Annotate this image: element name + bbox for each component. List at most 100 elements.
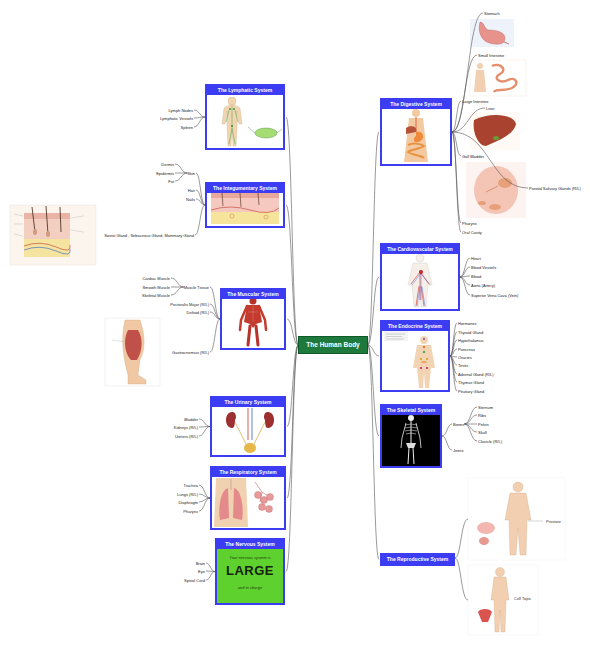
lymphatic-illustration xyxy=(226,106,238,144)
connector-line xyxy=(450,356,457,382)
lungs-figure xyxy=(259,504,266,511)
skin-cross-section xyxy=(10,205,96,265)
topic-text: Spinal Cord xyxy=(184,578,205,583)
skin-layers-illustration xyxy=(211,193,279,198)
skin-layers-illustration xyxy=(230,214,234,218)
digestive-figure xyxy=(414,132,423,142)
connector-line xyxy=(196,190,205,205)
female-anatomy-illustration xyxy=(478,609,492,622)
connector-line xyxy=(452,132,461,232)
nervous-poster xyxy=(217,547,283,603)
male-anatomy-illustration xyxy=(513,482,523,492)
skin-layers-illustration xyxy=(207,191,283,226)
system-title: The Skeletal System xyxy=(382,406,440,415)
topic-label: Superior Vena Cava (Vein) xyxy=(471,293,518,298)
topic-label: Sternum xyxy=(478,405,493,410)
lymphatic-illustration xyxy=(207,94,283,147)
lungs-figure xyxy=(266,506,273,513)
connector-line xyxy=(171,287,184,295)
cardiovascular-figure xyxy=(416,254,424,262)
endocrine-figure xyxy=(421,361,427,363)
topic-label: Oral Cavity xyxy=(462,230,482,235)
topic-label: Deltoid (R/L) xyxy=(187,310,209,315)
skin-cross-section xyxy=(33,229,37,235)
topic-label: Spleen xyxy=(181,125,193,130)
muscle-figure xyxy=(240,306,266,330)
topic-text: Blood Vessels xyxy=(471,265,496,270)
lungs-figure xyxy=(230,479,231,490)
cardiovascular-figure xyxy=(382,252,458,309)
connector-line xyxy=(194,110,205,117)
lungs-figure xyxy=(267,494,274,501)
topic-label: Trachea xyxy=(183,483,198,488)
topic-text: Pharynx xyxy=(462,221,477,226)
connector-line xyxy=(460,258,470,277)
connector-line xyxy=(460,277,470,295)
endocrine-figure xyxy=(423,338,425,340)
endocrine-figure xyxy=(413,345,435,388)
male-anatomy-illustration xyxy=(468,478,565,560)
reproductive-leader-lines xyxy=(455,519,468,600)
topic-text: Large Intestine xyxy=(462,99,488,104)
topic-label: Sweat Gland , Sebaceous Gland, Mammary G… xyxy=(104,233,194,238)
skeleton-figure xyxy=(405,424,417,434)
topic-label: Aorta (Artery) xyxy=(471,283,495,288)
connector-line xyxy=(450,323,457,356)
connector-line xyxy=(450,349,457,356)
muscle-figure xyxy=(248,306,258,322)
topic-label: Stomach xyxy=(484,11,500,16)
topic-text: Thymus Gland xyxy=(458,380,484,385)
topic-label: Eye xyxy=(198,569,205,574)
connector-line xyxy=(286,345,298,572)
topic-text: Lymph Nodes xyxy=(168,108,193,113)
topic-text: Hair xyxy=(188,188,195,193)
connector-line xyxy=(442,436,452,450)
topic-label: Cardiac Muscle xyxy=(142,276,170,281)
connector-line xyxy=(452,13,483,132)
central-topic: The Human Body xyxy=(298,336,367,354)
connector-line xyxy=(450,332,457,356)
muscle-figure xyxy=(248,326,258,345)
topic-text: Joints xyxy=(453,448,463,453)
topic-label: Bladder xyxy=(184,417,198,422)
digestive-figure xyxy=(406,126,416,134)
topic-text: Diaphragm xyxy=(178,500,198,505)
system-title: The Urinary System xyxy=(212,398,284,407)
topic-text: Pharynx xyxy=(183,509,198,514)
topic-label: Small Intestine xyxy=(478,53,504,58)
digestive-figure xyxy=(412,109,420,117)
connector-line xyxy=(452,108,485,132)
endocrine-figure xyxy=(423,346,425,348)
topic-label: Blood xyxy=(471,274,481,279)
skin-layers-illustration xyxy=(264,215,268,219)
connector-line xyxy=(199,419,210,427)
digestive-figure xyxy=(408,144,424,158)
connector-line xyxy=(210,304,220,319)
system-box: The Cardiovascular System xyxy=(380,243,460,311)
system-box: The Integumentary System xyxy=(205,182,285,228)
topic-text: Kidneys (R/L) xyxy=(174,425,198,430)
topic-label: Epidermis xyxy=(156,171,174,176)
connector-line xyxy=(199,498,210,511)
topic-label: Pharynx xyxy=(462,221,477,226)
connector-line xyxy=(464,424,477,432)
topic-text: Fat xyxy=(168,179,174,184)
topic-text: Stomach xyxy=(484,11,500,16)
skeleton-figure xyxy=(411,421,412,444)
topic-text: Gall Bladder xyxy=(462,154,484,159)
poster-text: and in charge xyxy=(238,585,262,590)
topic-text: Muscle Tissue xyxy=(184,285,209,290)
system-box: The Respiratory System xyxy=(210,466,286,530)
topic-label: Hair xyxy=(188,188,195,193)
system-box: The Digestive System xyxy=(380,98,452,166)
liver-illustration xyxy=(474,115,516,146)
skin-cross-section xyxy=(10,205,96,265)
lymphatic-illustration xyxy=(229,108,231,110)
skeleton-figure xyxy=(382,413,440,466)
leg-muscle-illustration xyxy=(105,318,160,386)
topic-label: Joints xyxy=(453,448,463,453)
nervous-poster xyxy=(217,547,283,603)
salivary-gland-illustration xyxy=(486,186,498,192)
salivary-gland-illustration xyxy=(489,204,501,210)
stomach-illustration xyxy=(504,42,509,44)
